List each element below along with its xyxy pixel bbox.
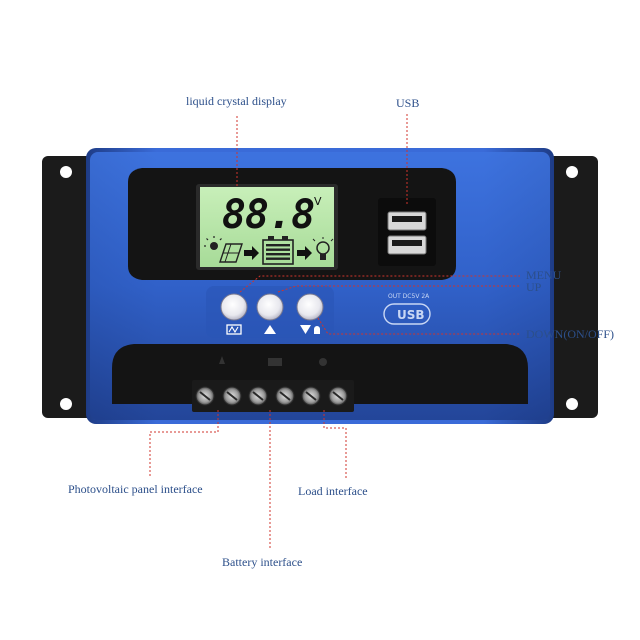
callout-pv: Photovoltaic panel interface bbox=[68, 482, 203, 496]
lcd-unit: V bbox=[314, 195, 322, 208]
up-triangle-icon bbox=[264, 325, 276, 334]
callout-up: UP bbox=[526, 280, 542, 294]
up-button[interactable] bbox=[256, 293, 284, 334]
usb-port-module bbox=[378, 198, 436, 266]
terminal-block bbox=[192, 356, 354, 412]
arrow-right-icon bbox=[244, 246, 259, 260]
terminal-screw[interactable] bbox=[248, 386, 268, 406]
load-bulb-icon bbox=[314, 326, 320, 334]
menu-button[interactable] bbox=[220, 293, 248, 335]
mount-hole-icon bbox=[566, 166, 578, 178]
battery-symbol-icon bbox=[268, 358, 282, 366]
down-triangle-icon bbox=[300, 325, 311, 334]
callout-lines bbox=[149, 114, 520, 548]
terminal-screw[interactable] bbox=[328, 386, 348, 406]
mount-hole-icon bbox=[60, 398, 72, 410]
arrow-right-icon bbox=[297, 246, 312, 260]
lightbulb-icon bbox=[312, 237, 334, 260]
terminal-screw[interactable] bbox=[275, 386, 295, 406]
callout-down: DOWN(ON/OFF) bbox=[526, 327, 614, 341]
callout-battery: Battery interface bbox=[222, 555, 303, 569]
lcd-display: 88.8 V bbox=[196, 184, 338, 270]
menu-icon bbox=[226, 324, 242, 335]
mounting-bracket bbox=[42, 156, 598, 418]
terminal-screw[interactable] bbox=[301, 386, 321, 406]
lcd-reading: 88.8 bbox=[222, 192, 314, 238]
callout-load: Load interface bbox=[298, 484, 368, 498]
battery-icon bbox=[262, 236, 294, 265]
down-onoff-button[interactable] bbox=[296, 293, 324, 334]
mount-hole-icon bbox=[566, 398, 578, 410]
pv-panel-symbol-icon bbox=[219, 356, 225, 364]
solar-panel-icon bbox=[204, 236, 243, 263]
terminal-screw[interactable] bbox=[222, 386, 242, 406]
terminal-screw[interactable] bbox=[195, 386, 215, 406]
usb-logo-icon: USB bbox=[383, 303, 431, 325]
callout-usb: USB bbox=[396, 96, 420, 110]
svg-text:USB: USB bbox=[397, 308, 425, 322]
callout-lcd: liquid crystal display bbox=[186, 94, 287, 108]
load-symbol-icon bbox=[319, 358, 327, 366]
usb-output-label: OUT DC5V 2A bbox=[388, 293, 430, 300]
callout-menu: MENU bbox=[526, 268, 562, 282]
mount-hole-icon bbox=[60, 166, 72, 178]
